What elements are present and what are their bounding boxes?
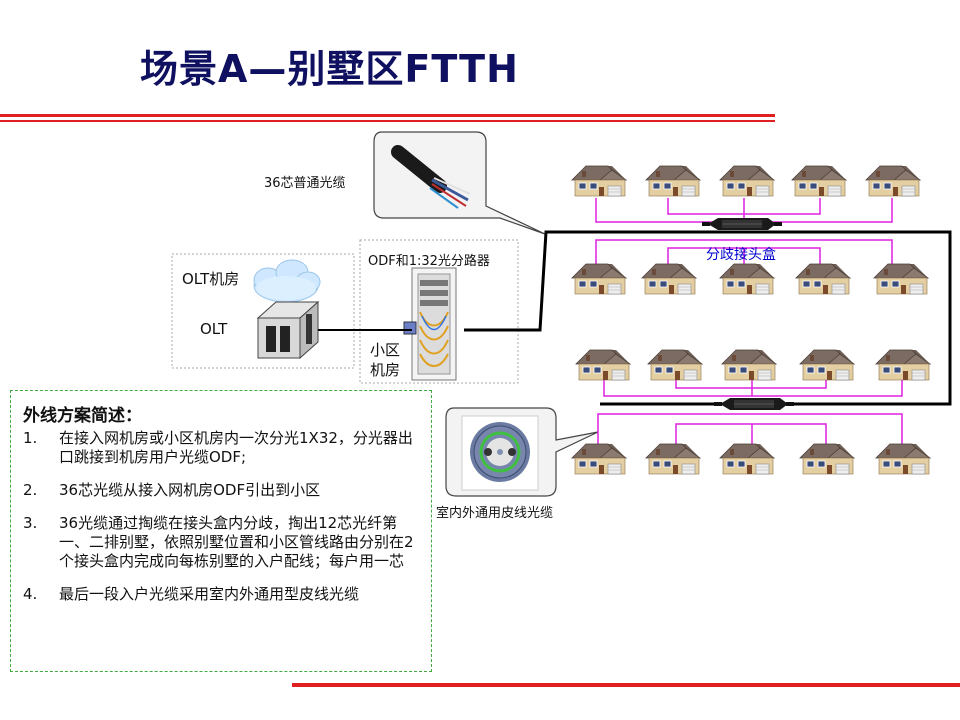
title-rule — [0, 114, 775, 124]
house-row-4 — [571, 443, 931, 475]
page-title: 场景A—别墅区FTTH — [140, 47, 519, 91]
summary-item: 4.最后一段入户光缆采用室内外通用型皮线光缆 — [23, 585, 360, 603]
house-row-2 — [571, 263, 929, 295]
splice-box-lower — [713, 397, 795, 411]
odf-rack-icon — [403, 267, 457, 381]
cloud-icon — [253, 259, 321, 303]
drop-cable-label: 室内外通用皮线光缆 — [436, 506, 554, 521]
summary-item: 1.在接入网机房或小区机房内一次分光1X32，分光器出口跳接到机房用户光缆ODF… — [23, 429, 413, 466]
trunk-cable-main — [464, 230, 952, 406]
drop-cable-callout — [445, 407, 599, 497]
summary-box: 外线方案简述： 1.在接入网机房或小区机房内一次分光1X32，分光器出口跳接到机… — [10, 390, 432, 672]
summary-item: 3.36光缆通过掏缆在接头盒内分歧，掏出12芯光纤第一、二排别墅，依照别墅位置和… — [23, 514, 414, 570]
house-row-3 — [575, 349, 931, 381]
house-row-1 — [571, 165, 921, 197]
olt-label: OLT — [200, 320, 228, 338]
splice-box-label: 分歧接头盒 — [706, 247, 776, 263]
cable-36-callout — [373, 131, 546, 235]
bottom-rule — [292, 683, 960, 687]
odf-splitter-label: ODF和1:32光分路器 — [368, 254, 490, 269]
splice-box-upper — [701, 217, 783, 231]
community-room-label: 小区 机房 — [370, 341, 401, 379]
summary-title: 外线方案简述： — [23, 406, 142, 426]
summary-list: 1.在接入网机房或小区机房内一次分光1X32，分光器出口跳接到机房用户光缆ODF… — [23, 429, 423, 618]
summary-item: 2.36芯光缆从接入网机房ODF引出到小区 — [23, 481, 321, 499]
cable-36-label: 36芯普通光缆 — [264, 176, 346, 191]
drop-fibers-lower — [597, 378, 903, 446]
olt-room-label: OLT机房 — [182, 270, 240, 288]
olt-server-icon — [256, 300, 320, 360]
odf-box — [359, 239, 519, 384]
